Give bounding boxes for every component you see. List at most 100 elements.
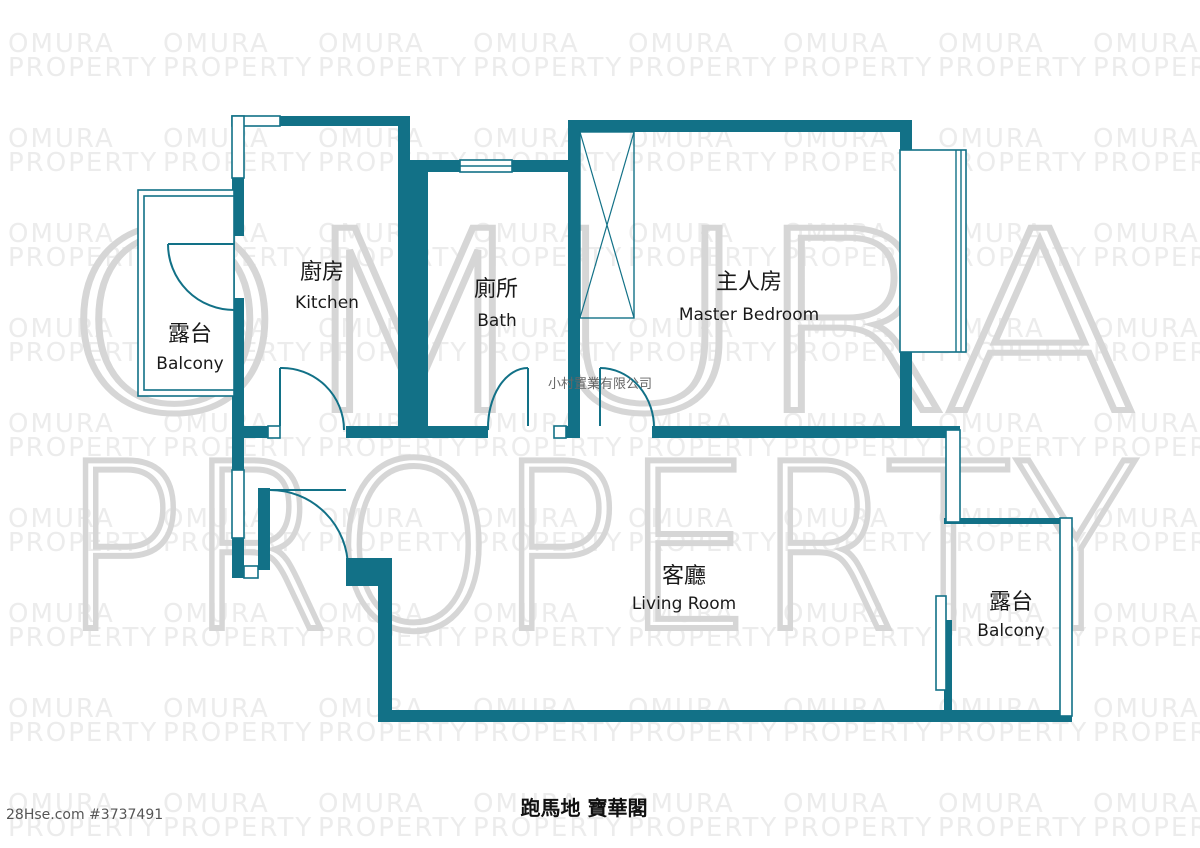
watermark-tile-line1: OMURA: [163, 694, 270, 724]
watermark-tile-line2: PROPERTY: [8, 148, 158, 178]
watermark-tile-line1: OMURA: [163, 124, 270, 154]
watermark-tile-line2: PROPERTY: [8, 433, 158, 463]
watermark-tile-line2: PROPERTY: [783, 53, 933, 83]
window-living-left: [231, 469, 245, 539]
watermark-tile-line1: OMURA: [473, 314, 580, 344]
watermark-tile-line2: PROPERTY: [1093, 243, 1200, 273]
watermark-tile-line2: PROPERTY: [783, 813, 933, 843]
wall-balcony-right-top: [944, 518, 1072, 524]
watermark-tile-line2: PROPERTY: [8, 338, 158, 368]
watermark-tile-line1: OMURA: [783, 789, 890, 819]
watermark-tile-line1: OMURA: [1093, 599, 1200, 629]
watermark-tile-line1: OMURA: [1093, 409, 1200, 439]
watermark-tile-line2: PROPERTY: [473, 433, 623, 463]
door-bath: [486, 367, 529, 431]
wall-kitchen-top: [232, 116, 410, 126]
watermark-tile-line2: PROPERTY: [163, 813, 313, 843]
wall-balcony-right-divider: [944, 620, 952, 720]
watermark-tile-line1: OMURA: [473, 124, 580, 154]
watermark-tile-line2: PROPERTY: [473, 243, 623, 273]
watermark-tile-line2: PROPERTY: [318, 528, 468, 558]
watermark-tile-line1: OMURA: [473, 29, 580, 59]
watermark-tile-line1: OMURA: [473, 789, 580, 819]
watermark-tile-line2: PROPERTY: [628, 528, 778, 558]
watermark-tile-line1: OMURA: [783, 599, 890, 629]
watermark-tile-line2: PROPERTY: [8, 718, 158, 748]
watermark-tile-line2: PROPERTY: [783, 623, 933, 653]
watermark-tile-line2: PROPERTY: [1093, 623, 1200, 653]
watermark-tile-line2: PROPERTY: [1093, 53, 1200, 83]
watermark-tile-line2: PROPERTY: [628, 243, 778, 273]
label-bath-en: Bath: [477, 311, 517, 331]
wall-kitchen-left-b: [232, 298, 244, 438]
watermark-tile-line2: PROPERTY: [628, 338, 778, 368]
watermark-tile-line2: PROPERTY: [628, 623, 778, 653]
wall-kitchen-bath: [398, 116, 410, 438]
watermark-tile-line2: PROPERTY: [163, 623, 313, 653]
label-kitchen-zh: 廚房: [300, 260, 344, 285]
watermark-tile-line1: OMURA: [1093, 789, 1200, 819]
watermark-tile-line2: PROPERTY: [783, 528, 933, 558]
watermark-tile-line2: PROPERTY: [8, 528, 158, 558]
watermark-tile-line2: PROPERTY: [628, 813, 778, 843]
watermark-tile-line2: PROPERTY: [8, 813, 158, 843]
watermark-tile-line2: PROPERTY: [318, 623, 468, 653]
doors: [167, 243, 656, 569]
watermark-tile-line2: PROPERTY: [318, 718, 468, 748]
balcony-right-railing-side: [1059, 517, 1073, 717]
watermark-tile-line2: PROPERTY: [163, 53, 313, 83]
watermark-tile-line1: OMURA: [1093, 124, 1200, 154]
watermark-tile-line2: PROPERTY: [8, 623, 158, 653]
watermark-tile-line2: PROPERTY: [473, 338, 623, 368]
watermark-tile-line1: OMURA: [1093, 219, 1200, 249]
watermark-tile-line2: PROPERTY: [473, 813, 623, 843]
watermark-tile-line1: OMURA: [473, 599, 580, 629]
building-title: 跑馬地 寶華閣: [521, 796, 648, 820]
watermark-tile-line2: PROPERTY: [628, 53, 778, 83]
wall-bedroom-top: [568, 120, 912, 132]
watermark-tile-line1: OMURA: [8, 314, 115, 344]
watermark-tile-line1: OMURA: [1093, 314, 1200, 344]
watermark-tile-line2: PROPERTY: [1093, 813, 1200, 843]
window-kitchen-left: [231, 115, 245, 179]
watermark-tile-line2: PROPERTY: [783, 718, 933, 748]
watermark-tile-line1: OMURA: [318, 789, 425, 819]
label-balcony-left-en: Balcony: [156, 354, 223, 374]
watermark-tile-line2: PROPERTY: [473, 623, 623, 653]
watermark-tile-line1: OMURA: [783, 219, 890, 249]
watermark-tile-line2: PROPERTY: [8, 53, 158, 83]
watermark-tile-line2: PROPERTY: [628, 718, 778, 748]
watermark-tile-line1: OMURA: [318, 504, 425, 534]
watermark-tile-line1: OMURA: [473, 504, 580, 534]
watermark-tile-line2: PROPERTY: [318, 53, 468, 83]
label-master-bedroom-en: Master Bedroom: [679, 305, 819, 325]
watermark-tile-line1: OMURA: [163, 599, 270, 629]
company-name: 小村置業有限公司: [548, 376, 652, 392]
watermark-tile-line2: PROPERTY: [1093, 148, 1200, 178]
watermark-tile-line1: OMURA: [1093, 29, 1200, 59]
door-bedroom: [599, 367, 656, 431]
watermark-tile-line1: OMURA: [628, 314, 735, 344]
door-kitchen: [279, 366, 345, 431]
label-balcony-right-en: Balcony: [977, 621, 1044, 641]
wall-living-bottom: [378, 710, 1072, 722]
wall-corridor-b: [346, 426, 488, 438]
watermark-tile-line2: PROPERTY: [1093, 528, 1200, 558]
watermark-tile-line1: OMURA: [8, 29, 115, 59]
watermark-tile-line1: OMURA: [8, 219, 115, 249]
watermark-tile-line1: OMURA: [938, 29, 1045, 59]
watermark-tile-line1: OMURA: [938, 789, 1045, 819]
windows: [137, 115, 1073, 717]
watermark-tile-line1: OMURA: [1093, 504, 1200, 534]
watermark-tile-line1: OMURA: [628, 29, 735, 59]
listing-id: 28Hse.com #3737491: [6, 807, 163, 823]
watermark-tile-line1: OMURA: [8, 124, 115, 154]
watermark-tile-line2: PROPERTY: [318, 338, 468, 368]
watermark-tile-line1: OMURA: [473, 219, 580, 249]
watermark-tile-line1: OMURA: [318, 29, 425, 59]
watermark-tile-line1: OMURA: [628, 789, 735, 819]
watermark-tile-line1: OMURA: [8, 504, 115, 534]
watermark-tile-line1: OMURA: [163, 29, 270, 59]
watermark-tile-line2: PROPERTY: [938, 433, 1088, 463]
